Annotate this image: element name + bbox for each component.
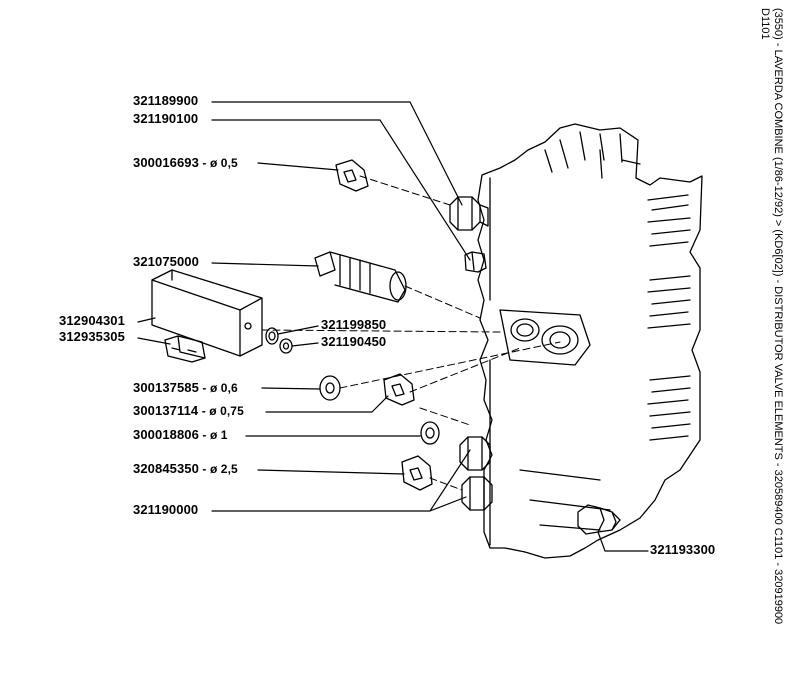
oring-321199850 [265,327,279,345]
part-label-320845350[interactable]: 320845350 - ø 2,5 [133,461,238,477]
connector-plug [164,335,206,363]
part-label-321189900[interactable]: 321189900 [133,93,199,108]
part-label-321075000[interactable]: 321075000 [133,254,199,269]
part-label-321190450[interactable]: 321190450 [321,334,387,349]
part-label-312935305[interactable]: 312935305 [59,329,125,344]
clip-300016693 [335,159,369,192]
title-line-1: (3550) - LAVERDA COMBINE (1/86-12/92) > … [772,8,784,625]
part-label-300016693[interactable]: 300016693 - ø 0,5 [133,155,238,171]
hex-fitting-lower-1 [459,436,491,471]
solenoid-cartridge [314,251,407,303]
part-label-321190100[interactable]: 321190100 [133,111,199,126]
part-label-321199850[interactable]: 321199850 [321,317,387,332]
leader-lines [137,101,649,552]
part-label-300137585[interactable]: 300137585 - ø 0,6 [133,380,238,396]
small-fitting-upper [464,251,487,273]
part-label-312904301[interactable]: 312904301 [59,313,125,328]
hex-fitting-upper [449,196,489,231]
clip-320845350 [401,455,433,491]
washer-300018806 [420,421,440,445]
part-label-321190000[interactable]: 321190000 [133,502,199,517]
part-label-321193300[interactable]: 321193300 [650,542,716,557]
part-label-300137114[interactable]: 300137114 - ø 0,75 [133,403,244,419]
nozzle-fitting-right [577,504,621,535]
title-line-2: D1101 [759,8,771,40]
washer-300137585 [319,375,341,401]
rectangular-block [151,269,263,357]
washer-321190450 [279,338,293,354]
hex-fitting-lower-2 [461,476,493,511]
clip-300137114 [383,373,415,406]
valve-body-housing [477,123,703,559]
assembly-guide-lines [261,175,561,491]
part-label-300018806[interactable]: 300018806 - ø 1 [133,427,228,443]
diagram-title: (3550) - LAVERDA COMBINE (1/86-12/92) > … [759,8,792,668]
